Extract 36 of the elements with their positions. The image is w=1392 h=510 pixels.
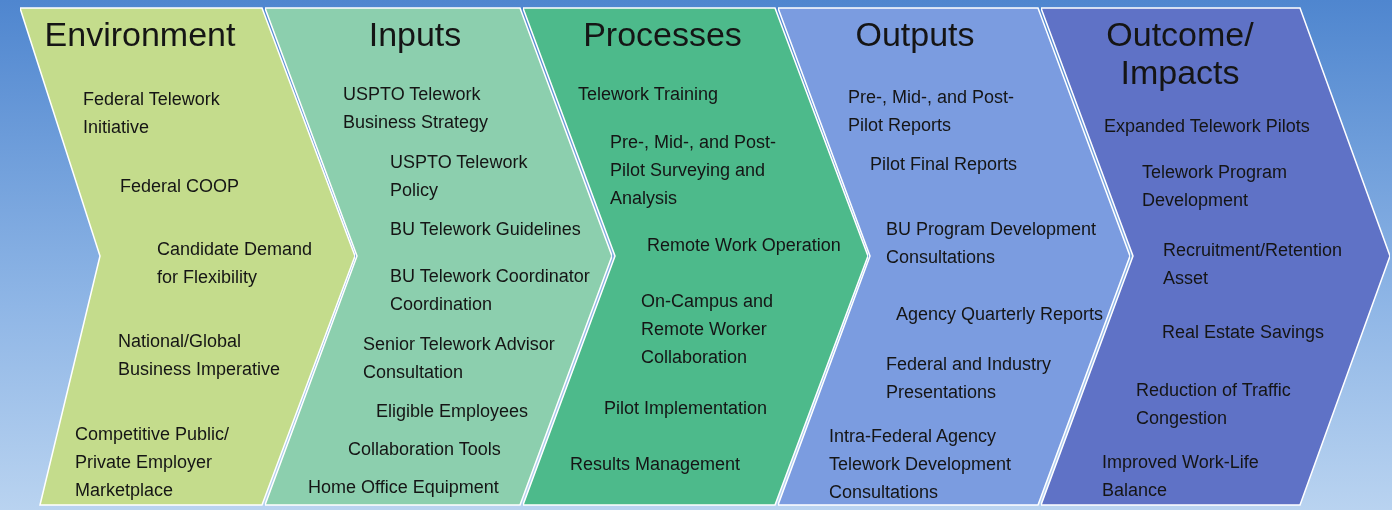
column-heading: Inputs xyxy=(367,15,463,53)
column-heading: Outcome/ Impacts xyxy=(1105,15,1255,91)
column-heading: Processes xyxy=(582,15,743,53)
list-item: On-Campus and Remote Worker Collaboration xyxy=(641,290,775,369)
list-item: Candidate Demand for Flexibility xyxy=(157,238,314,289)
list-item: Telework Training xyxy=(578,83,719,106)
list-item: Results Management xyxy=(570,453,741,476)
list-item: Telework Program Development xyxy=(1142,161,1289,212)
list-item: Collaboration Tools xyxy=(348,438,501,461)
list-item: BU Program Development Consultations xyxy=(886,218,1098,269)
list-item: Federal and Industry Presentations xyxy=(886,353,1053,404)
list-item: Agency Quarterly Reports xyxy=(896,303,1104,326)
list-item: Pilot Implementation xyxy=(604,397,768,420)
list-item: USPTO Telework Business Strategy xyxy=(343,83,490,134)
list-item: BU Telework Guidelines xyxy=(390,218,581,241)
list-item: USPTO Telework Policy xyxy=(390,151,529,202)
list-item: Home Office Equipment xyxy=(308,476,499,499)
list-item: Pre-, Mid-, and Post-Pilot Surveying and Analysis xyxy=(610,131,778,210)
list-item: Recruitment/Retention Asset xyxy=(1163,239,1344,290)
list-item: Pre-, Mid-, and Post-Pilot Reports xyxy=(848,86,1016,137)
list-item: Federal COOP xyxy=(120,175,240,198)
list-item: Senior Telework Advisor Consultation xyxy=(363,333,556,384)
list-item: Competitive Public/ Private Employer Marketplace xyxy=(75,423,231,502)
list-item: BU Telework Coordinator Coordination xyxy=(390,265,591,316)
list-item: Pilot Final Reports xyxy=(870,153,1018,176)
list-item: Real Estate Savings xyxy=(1162,321,1325,344)
list-item: Eligible Employees xyxy=(376,400,529,423)
list-item: Expanded Telework Pilots xyxy=(1104,115,1310,138)
list-item: National/Global Business Imperative xyxy=(118,330,282,381)
column-heading: Environment xyxy=(43,15,237,53)
list-item: Reduction of Traffic Congestion xyxy=(1136,379,1292,430)
list-item: Improved Work-Life Balance xyxy=(1102,451,1260,502)
list-item: Federal Telework Initiative xyxy=(83,88,221,139)
list-item: Remote Work Operation xyxy=(647,234,841,257)
column-heading: Outputs xyxy=(854,15,976,53)
list-item: Intra-Federal Agency Telework Development Consultations xyxy=(829,425,1013,504)
